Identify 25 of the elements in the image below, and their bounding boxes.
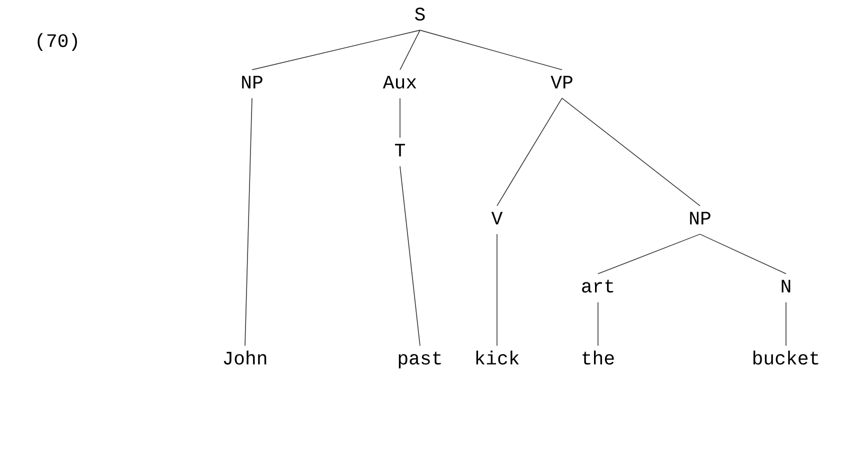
branch-line (496, 234, 498, 346)
tree-label: NP (690, 212, 710, 224)
branch-line (598, 234, 700, 274)
tree-label: N (782, 280, 790, 292)
tree-label: kick (476, 350, 519, 365)
branch-line (562, 98, 700, 206)
tree-label: NP (242, 76, 262, 88)
tree-label: bucket (753, 350, 818, 365)
tree-label: T (395, 144, 405, 156)
branch-line (700, 234, 786, 274)
tree-label: Aux (382, 76, 416, 89)
branch-line (400, 30, 420, 70)
tree-label: past (398, 352, 441, 368)
branch-line (252, 30, 420, 70)
branch-line (420, 30, 562, 70)
branch-line (496, 98, 562, 206)
branch-line (400, 166, 420, 346)
example-number: (70) (38, 33, 77, 51)
branch-line (244, 98, 252, 346)
tree-label: V (491, 212, 503, 224)
tree-label: the (582, 350, 614, 365)
tree-label: John (224, 350, 266, 365)
tree-label: art (582, 280, 614, 293)
tree-label: VP (550, 76, 572, 88)
tree-label: S (415, 8, 425, 21)
